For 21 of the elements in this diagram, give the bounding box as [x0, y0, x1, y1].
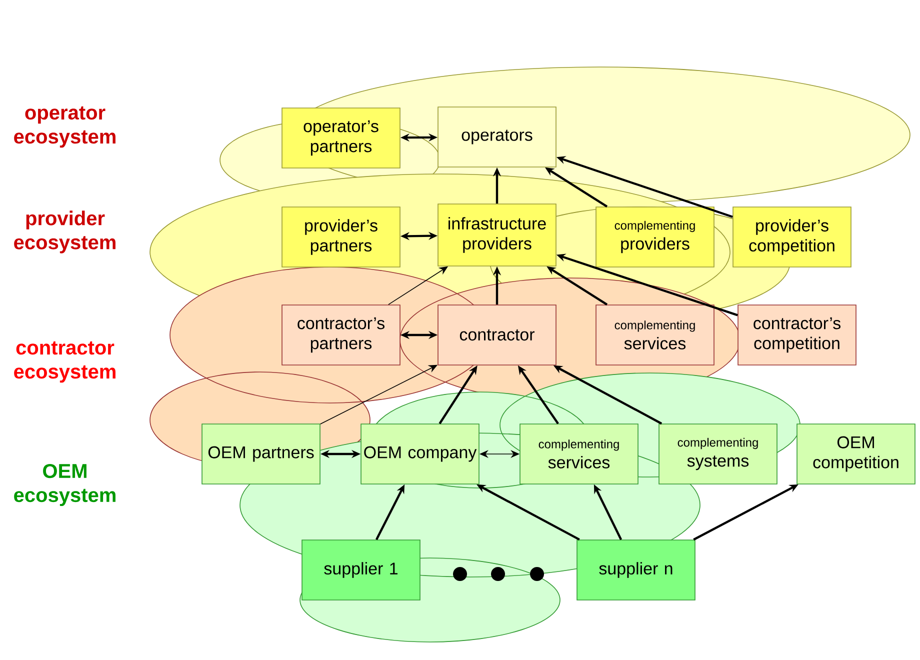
box: supplier 1 — [302, 540, 420, 600]
box: OEM partners — [202, 424, 320, 484]
box: OEM competition — [796, 424, 916, 484]
box: complementing providers — [596, 206, 714, 268]
box: operator’s partners — [282, 108, 400, 168]
ecosystem-label: contractor ecosystem — [14, 341, 116, 383]
ecosystem-label: OEM ecosystem — [14, 464, 116, 506]
box: OEM company — [360, 424, 480, 484]
box: complementing services — [596, 304, 714, 366]
ecosystem-label: provider ecosystem — [14, 210, 116, 254]
box: provider’s competition — [732, 206, 852, 268]
box: supplier n — [576, 540, 696, 600]
box: complementing systems — [658, 424, 778, 484]
box: operators — [438, 106, 556, 168]
ecosystem-label: operator ecosystem — [14, 106, 116, 148]
box: infrastructure providers — [438, 204, 556, 266]
box: contractor’s competition — [738, 304, 856, 366]
box: contractor — [438, 304, 556, 366]
box: provider’s partners — [282, 206, 400, 268]
box: complementing services — [520, 424, 638, 484]
box: contractor’s partners — [282, 304, 400, 366]
